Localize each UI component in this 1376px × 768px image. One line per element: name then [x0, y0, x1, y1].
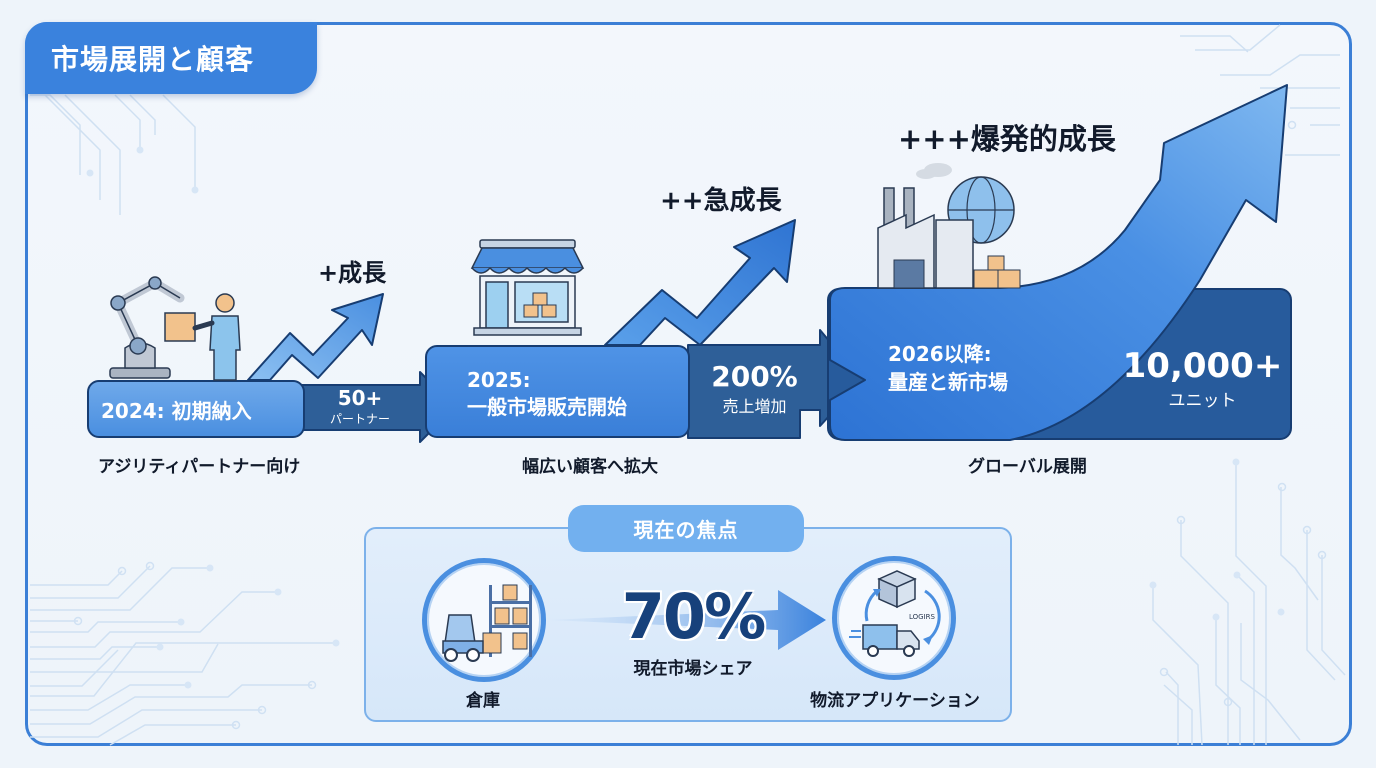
- market-share-value: 70%: [621, 580, 766, 653]
- sales-increase-value: 200%: [711, 360, 798, 393]
- warehouse-label: 倉庫: [466, 691, 500, 711]
- current-focus-title: 現在の焦点: [568, 505, 804, 552]
- warehouse-icon-circle: [422, 558, 546, 682]
- forklift-warehouse-icon: [442, 584, 532, 662]
- robot-arm-handoff-icon: [109, 276, 241, 381]
- logistics-cycle-icon: LOGIRS: [849, 570, 941, 657]
- stage-2026-metric: 10,000+ ユニット: [1120, 346, 1285, 411]
- stage-2025-year: 2025:: [467, 368, 531, 392]
- stage-2026-caption: グローバル展開: [968, 457, 1087, 477]
- flow-arrow-icon: [548, 590, 826, 650]
- growth-label-3: +++爆発的成長: [898, 122, 1116, 156]
- logistics-icon-circle: LOGIRS: [832, 556, 956, 680]
- stage-2025-caption: 幅広い顧客へ拡大: [522, 457, 658, 477]
- stage-2024-box: 2024: 初期納入: [87, 380, 305, 438]
- logistics-icon-text: LOGIRS: [909, 613, 936, 621]
- stage-2024-metric: 50+ パートナー: [310, 386, 410, 427]
- market-share-label: 現在市場シェア: [633, 659, 753, 679]
- stage-2026-year: 2026以降:: [888, 342, 992, 366]
- growth-label-1: +成長: [318, 259, 387, 287]
- units-value: 10,000+: [1122, 346, 1283, 386]
- storefront-icon: [470, 239, 585, 336]
- units-label: ユニット: [1168, 391, 1237, 411]
- growth-label-2: ++急成長: [660, 186, 782, 216]
- logistics-label: 物流アプリケーション: [810, 691, 980, 711]
- stage-2025-metric: 200% 売上増加: [697, 360, 812, 417]
- sales-increase-label: 売上増加: [722, 397, 787, 416]
- stage-2025-box: 2025: 一般市場販売開始: [425, 345, 690, 438]
- stage-2025-label: 一般市場販売開始: [467, 395, 627, 419]
- page-title: 市場展開と顧客: [25, 22, 317, 94]
- partners-label: パートナー: [329, 412, 390, 426]
- factory-globe-icon: [877, 163, 1021, 289]
- partners-count: 50+: [337, 386, 383, 410]
- stage-2026-label-group: 2026以降: 量産と新市場: [888, 340, 1008, 396]
- stage-2026-label: 量産と新市場: [888, 370, 1008, 394]
- stage-2024-caption: アジリティパートナー向け: [98, 457, 301, 477]
- stage-2024-label: 2024: 初期納入: [101, 398, 252, 423]
